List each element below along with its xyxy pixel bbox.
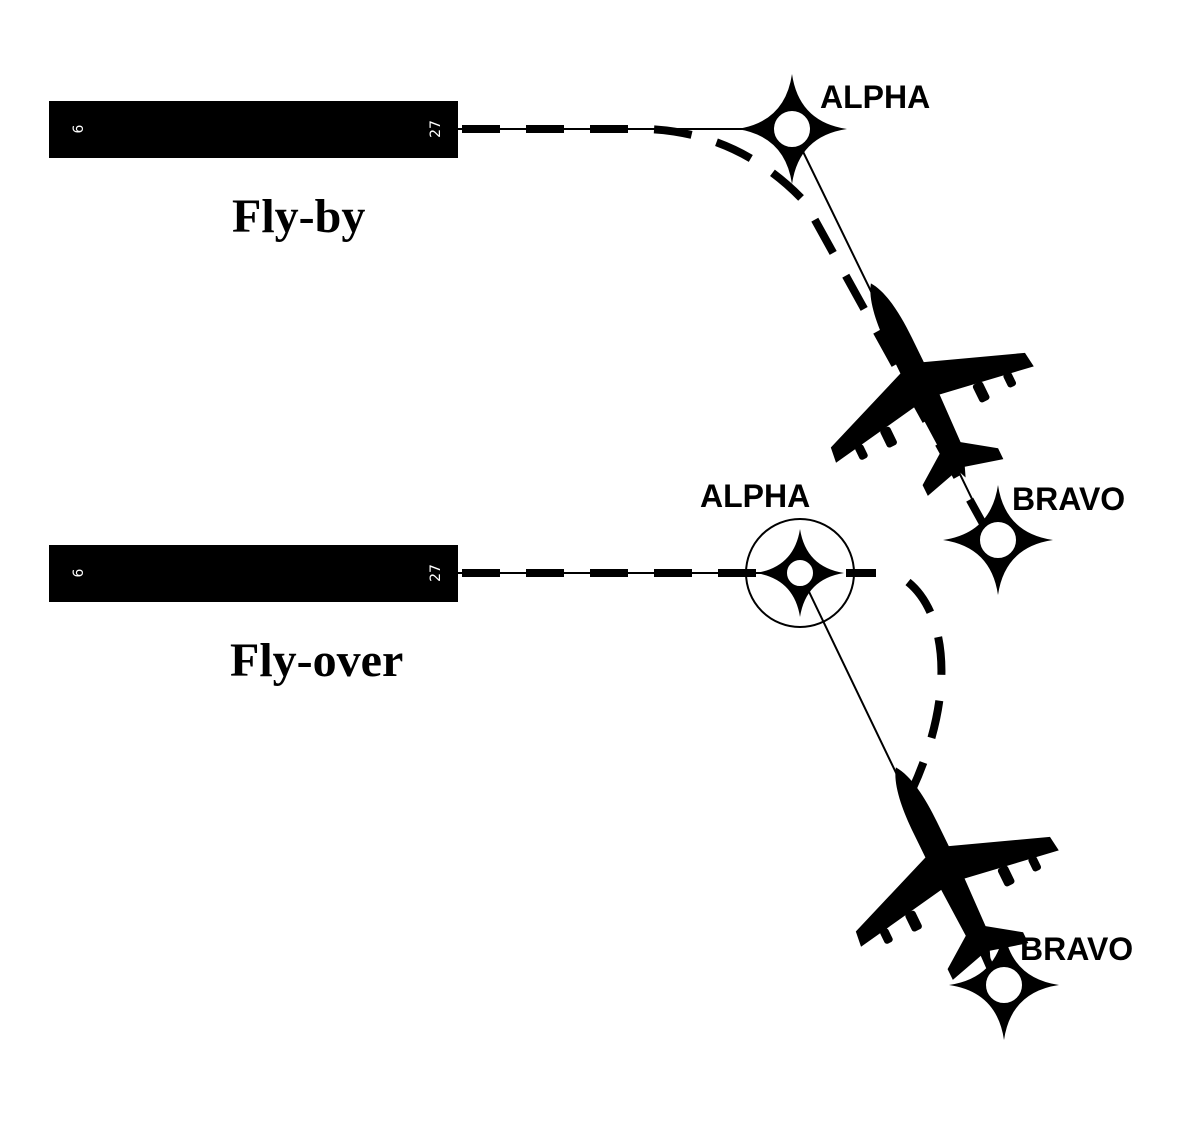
fly-over-panel: 6 27 ALPHA BRAVO Fly-over <box>49 478 1133 1040</box>
fly-by-waypoint-icon <box>943 485 1053 595</box>
fly-by-panel: 6 27 ALPHA BRAVO Fly-by <box>49 74 1125 595</box>
panel-title-fly-by: Fly-by <box>232 190 365 243</box>
runway-number-left: 6 <box>71 124 87 133</box>
panel-title-fly-over: Fly-over <box>230 634 403 687</box>
waypoint-label-bravo: BRAVO <box>1012 481 1125 517</box>
fly-by-waypoint-icon <box>737 74 847 184</box>
fly-by-waypoint-icon <box>949 930 1059 1040</box>
runway-number-right: 27 <box>428 564 444 582</box>
fly-over-waypoint-icon <box>745 518 855 628</box>
waypoint-label-bravo: BRAVO <box>1020 931 1133 967</box>
runway-number-right: 27 <box>428 120 444 138</box>
runway-number-left: 6 <box>71 568 87 577</box>
waypoint-label-alpha: ALPHA <box>700 478 810 514</box>
waypoint-label-alpha: ALPHA <box>820 79 930 115</box>
runway <box>49 545 458 602</box>
flown-path <box>462 125 996 542</box>
runway <box>49 101 458 158</box>
